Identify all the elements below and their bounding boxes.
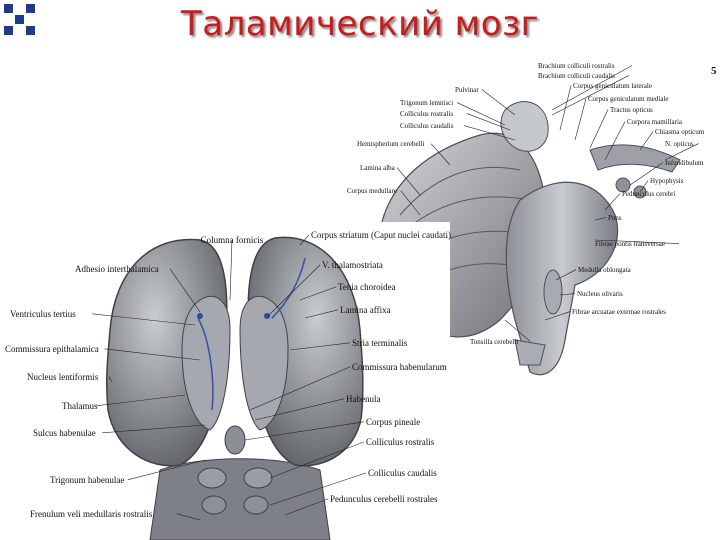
brainstem-label: Fibrae pontis transversae <box>595 240 665 248</box>
thalamus-leader-line <box>229 239 233 301</box>
brainstem-leader-line <box>589 109 609 149</box>
thalamus-label: Colliculus caudalis <box>368 468 437 478</box>
brainstem-leader-line <box>594 239 680 244</box>
thalamus-label: Frenulum veli medullaris rostralis <box>30 509 153 519</box>
brainstem-label: Colliculus caudalis <box>400 122 454 130</box>
brainstem-label: Infundibulum <box>665 159 704 167</box>
thalamus-leader-line <box>102 424 206 434</box>
brainstem-leader-line <box>396 167 421 196</box>
brainstem-leader-line <box>559 293 576 296</box>
thalamus-leader-line <box>269 472 367 506</box>
brainstem-leader-line <box>544 311 571 321</box>
brainstem-label: Corpus medullare <box>347 187 397 195</box>
thalamus-label: Colliculus rostralis <box>366 437 435 447</box>
brainstem-leader-line <box>664 143 699 161</box>
brainstem-label: Lamina alba <box>360 164 396 172</box>
brainstem-leader-line <box>604 121 626 161</box>
brainstem-leader-line <box>594 217 607 221</box>
brainstem-leader-line <box>463 125 516 141</box>
brainstem-leader-line <box>559 85 572 131</box>
brainstem-label: Brachium colliculi rostralis <box>538 62 615 70</box>
brainstem-leader-line <box>639 180 649 193</box>
thalamus-label: V. thalamostriata <box>322 260 383 270</box>
brainstem-leader-line <box>551 75 629 116</box>
thalamus-leader-line <box>299 234 310 246</box>
brainstem-label: Pulvinar <box>455 86 479 94</box>
thalamus-leader-line <box>289 342 351 351</box>
thalamus-label: Corpus pineale <box>366 417 420 427</box>
thalamus-label: Sulcus habenulae <box>33 428 96 438</box>
brainstem-label: Fibrae arcuatae externae rostrales <box>572 308 666 316</box>
brainstem-label: Hypophysis <box>650 177 684 185</box>
brainstem-label: Nucleus olivaris <box>577 290 623 298</box>
brainstem-leader-line <box>604 193 621 211</box>
thalamus-label: Trigonum habenulae <box>50 475 124 485</box>
thalamus-label: Tenia choroidea <box>338 282 396 292</box>
thalamus-leader-line <box>104 348 201 361</box>
thalamus-leader-line <box>108 376 113 383</box>
brainstem-leader-line <box>574 98 587 141</box>
thalamus-leader-line <box>176 513 201 521</box>
thalamus-label: Corpus striatum (Caput nuclei caudati) <box>311 230 451 240</box>
thalamus-label: Pedunculus cerebelli rostrales <box>330 494 438 504</box>
brainstem-label: Chiasma opticum <box>655 128 705 136</box>
thalamus-label: Lamina affixa <box>340 305 391 315</box>
thalamus-leader-line <box>92 313 196 326</box>
brainstem-label: Pons <box>608 214 622 222</box>
brainstem-label: Colliculus rostralis <box>400 110 453 118</box>
brainstem-label: Corpus geniculatum laterale <box>573 82 652 90</box>
brainstem-leader-line <box>481 89 516 116</box>
thalamus-label: Ventriculus tertius <box>10 309 76 319</box>
bullet-squares <box>4 4 48 48</box>
thalamus-label: Adhesio interthalamica <box>75 264 159 274</box>
thalamus-leader-line <box>299 286 337 301</box>
brainstem-leader-line <box>504 319 531 342</box>
brainstem-leader-line <box>629 162 664 186</box>
brainstem-label: Pedunculus cerebri <box>622 190 676 198</box>
thalamus-label: Commissura habenularum <box>352 362 447 372</box>
thalamus-leader-line <box>304 309 339 319</box>
brainstem-leader-line <box>400 190 421 216</box>
thalamus-label: Stria terminalis <box>352 338 408 348</box>
thalamus-label: Habenula <box>346 394 380 404</box>
olive-shape <box>543 269 563 315</box>
thalamus-leader-line <box>244 421 365 441</box>
thalamus-label: Columna fornicis <box>201 235 264 245</box>
thalamus-leader-line <box>96 394 186 407</box>
brainstem-label: Medulla oblongata <box>578 266 632 274</box>
thalamus-leader-line <box>284 498 329 516</box>
thalamus-label: Commissura epithalamica <box>5 344 99 354</box>
brainstem-label: N. opticus <box>665 140 694 148</box>
pons-shape <box>505 181 619 376</box>
brainstem-label: Brachium colliculi caudalis <box>538 72 615 80</box>
thalamus-leader-line <box>269 441 365 479</box>
brainstem-leader-line <box>555 269 577 281</box>
brainstem-page-number: 5 <box>711 65 717 77</box>
brainstem-label: Tractus opticus <box>610 106 653 114</box>
brainstem-label: Trigonum lemnisci <box>400 99 453 107</box>
slide-title: Таламический мозг <box>180 4 540 44</box>
brainstem-leader-line <box>456 102 506 126</box>
brainstem-leader-line <box>467 113 511 131</box>
thalamus-leader-line <box>254 398 345 421</box>
brainstem-leader-line <box>430 143 451 166</box>
thalamus-label: Nucleus lentiformis <box>27 372 99 382</box>
thalamus-leader-line <box>249 366 351 411</box>
brainstem-label: Hemispherium cerebelli <box>357 140 425 148</box>
brainstem-label: Corpus geniculatum mediale <box>588 95 668 103</box>
brainstem-label: Tonsilla cerebelli <box>470 338 518 346</box>
thalamus-leader-line <box>169 268 201 313</box>
thalamus-leader-line <box>127 459 206 481</box>
thalamus-label: Thalamus <box>62 401 98 411</box>
brainstem-label: Corpora mamillaria <box>627 118 683 126</box>
brainstem-leader-line <box>551 65 633 111</box>
brainstem-leader-line <box>639 131 654 151</box>
thalamus-leader-line <box>267 264 321 317</box>
